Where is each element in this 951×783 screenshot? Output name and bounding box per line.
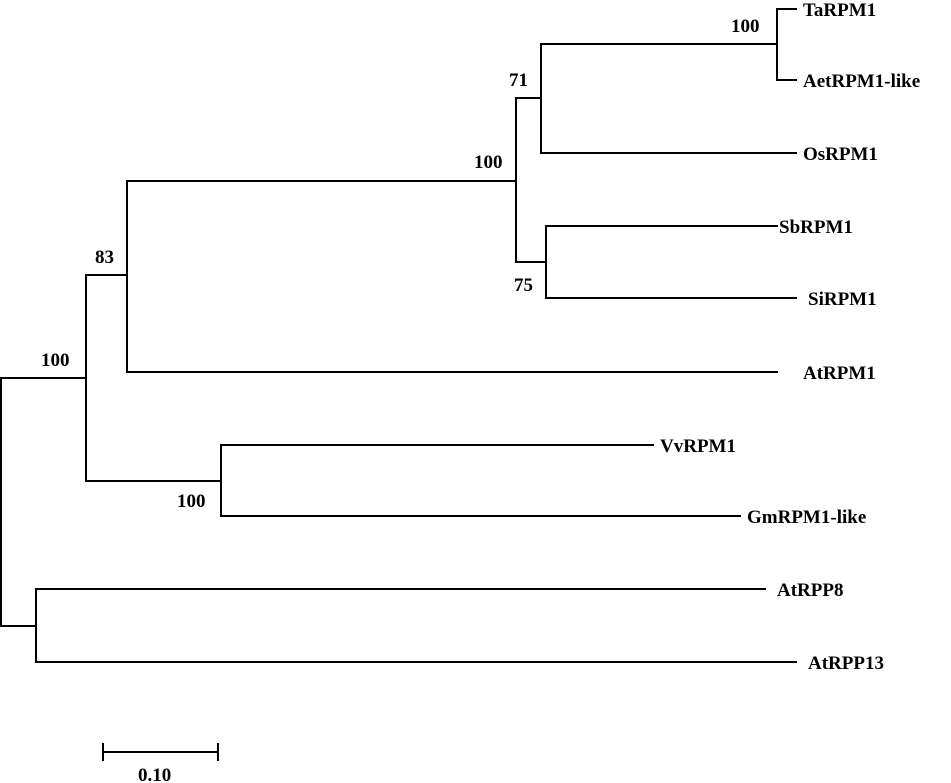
taxon-label-aet-rpm1-like: AetRPM1-like xyxy=(803,71,920,92)
bootstrap-vv-gm: 100 xyxy=(177,491,206,512)
taxon-label-at-rpp8: AtRPP8 xyxy=(777,580,843,601)
taxon-label-si-rpm1: SiRPM1 xyxy=(808,289,877,310)
bootstrap-rpm1-clade: 100 xyxy=(41,350,70,371)
taxon-label-vv-rpm1: VvRPM1 xyxy=(660,436,736,457)
bootstrap-monocot-at: 83 xyxy=(95,247,114,268)
bootstrap-ta-aet-os: 71 xyxy=(509,70,528,91)
taxon-label-sb-rpm1: SbRPM1 xyxy=(779,217,853,238)
taxon-label-ta-rpm1: TaRPM1 xyxy=(803,0,876,21)
scale-bar-label: 0.10 xyxy=(138,765,171,783)
bootstrap-grasses: 100 xyxy=(474,152,503,173)
taxon-label-at-rpp13: AtRPP13 xyxy=(808,653,884,674)
scale-bar: 0.10 xyxy=(102,743,219,783)
taxon-label-gm-rpm1-like: GmRPM1-like xyxy=(747,507,866,528)
taxon-label-os-rpm1: OsRPM1 xyxy=(803,144,878,165)
bootstrap-sb-si: 75 xyxy=(514,275,533,296)
taxon-label-at-rpm1: AtRPM1 xyxy=(803,363,876,384)
bootstrap-ta-aet: 100 xyxy=(731,16,760,37)
